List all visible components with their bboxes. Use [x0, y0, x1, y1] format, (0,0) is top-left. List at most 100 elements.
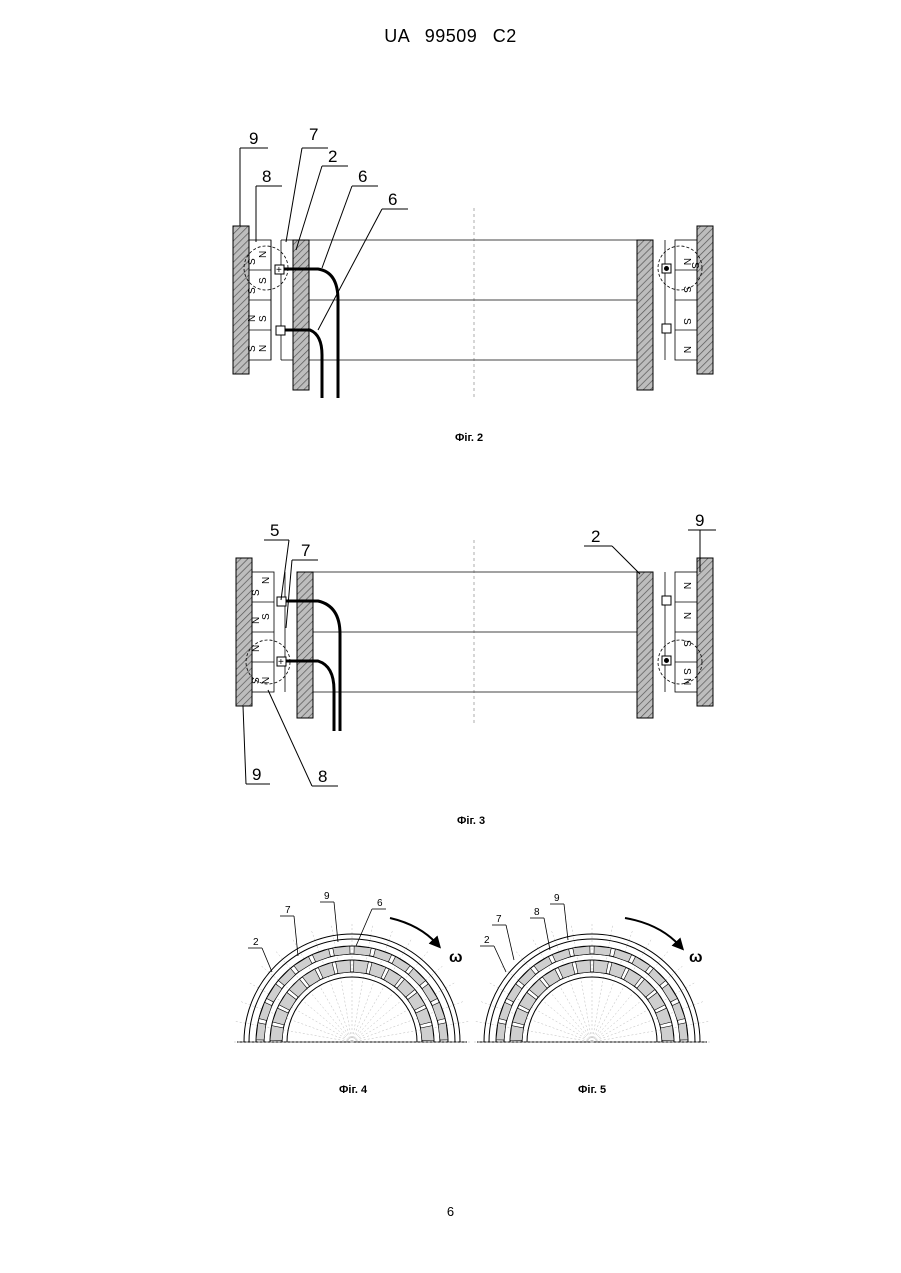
rotation-arrow	[390, 918, 437, 944]
plus-icon: +	[278, 657, 284, 668]
magnet-segment	[594, 946, 611, 956]
magnet-segment	[416, 1008, 432, 1025]
ref-label: 6	[388, 190, 397, 209]
magnet-label: S	[247, 258, 258, 265]
figure-2: S N S S N S S N + N S S S N	[233, 125, 713, 400]
plate-2-left	[297, 572, 313, 718]
magnet-segment	[369, 962, 386, 978]
ref-label: 6	[358, 167, 367, 186]
magnet-column-left	[249, 240, 293, 360]
magnet-label: N	[258, 345, 269, 352]
magnet-segment	[609, 962, 626, 978]
plate-9-right	[697, 226, 713, 374]
plate-2-right	[637, 572, 653, 718]
magnet-segment	[397, 979, 415, 997]
magnet-segment	[648, 992, 665, 1010]
dot-icon	[664, 266, 669, 271]
magnet-segment	[662, 984, 678, 1002]
figure-3: S N N S N S N + N N S S N	[236, 511, 716, 786]
magnet-segment	[558, 962, 575, 978]
magnet-segment	[624, 969, 642, 986]
ref-label: 9	[252, 765, 261, 784]
magnet-label: N	[261, 577, 272, 584]
ring-arc	[522, 972, 662, 1042]
magnet-segment	[576, 960, 591, 973]
ref-label: 2	[591, 527, 600, 546]
ref-label: 9	[324, 891, 330, 902]
magnet-segment	[336, 960, 351, 973]
sensor-box	[662, 324, 671, 333]
ref-label: 7	[496, 914, 502, 925]
magnet-label: S	[258, 315, 269, 322]
magnet-segment	[637, 979, 655, 997]
ref-label: 7	[301, 541, 310, 560]
magnet-label: N	[681, 346, 692, 353]
ref-label: 9	[695, 511, 704, 530]
figure-caption: Фіг. 3	[457, 815, 485, 827]
magnet-label: S	[258, 277, 269, 284]
magnet-label: S	[681, 640, 692, 647]
figure-4	[232, 922, 472, 1042]
magnet-segment	[384, 969, 402, 986]
magnet-segment	[529, 979, 547, 997]
magnet-segment	[272, 1008, 288, 1025]
figure-caption: Фіг. 2	[455, 432, 483, 444]
magnet-segment	[438, 1023, 448, 1040]
magnet-label: N	[247, 315, 258, 322]
magnet-segment	[678, 1023, 688, 1040]
magnet-segment	[512, 1008, 528, 1025]
ref-label: 5	[270, 521, 279, 540]
ref-label: 6	[377, 898, 383, 909]
ref-label: 8	[262, 167, 271, 186]
figure-caption: Фіг. 4	[339, 1084, 367, 1096]
plus-icon: +	[276, 265, 282, 276]
ref-label: 2	[253, 937, 259, 948]
ref-label: 8	[318, 767, 327, 786]
magnet-label: S	[247, 287, 258, 294]
magnet-segment	[496, 1023, 506, 1040]
magnet-segment	[354, 946, 371, 956]
magnet-segment	[542, 969, 560, 986]
omega-symbol: ω	[449, 949, 463, 966]
plate-9-right	[697, 558, 713, 706]
magnet-label: N	[681, 612, 692, 619]
plate-9-left	[236, 558, 252, 706]
ref-label: 7	[285, 905, 291, 916]
magnet-segment	[661, 1026, 674, 1041]
magnet-segment	[392, 956, 410, 972]
magnet-label: N	[261, 677, 272, 684]
wire	[284, 269, 338, 398]
magnet-segment	[506, 984, 522, 1002]
magnet-segment	[270, 1026, 283, 1041]
ref-label: 8	[534, 907, 540, 918]
magnet-segment	[333, 946, 350, 956]
magnet-segment	[573, 946, 590, 956]
figure-caption: Фіг. 5	[578, 1084, 606, 1096]
ref-label: 7	[309, 125, 318, 144]
magnet-label: S	[689, 262, 700, 269]
magnet-label: N	[258, 251, 269, 258]
magnet-segment	[519, 992, 536, 1010]
sensor-box	[662, 596, 671, 605]
magnet-segment	[656, 1008, 672, 1025]
magnet-segment	[510, 1026, 523, 1041]
magnet-segment	[421, 1026, 434, 1041]
magnet-label: S	[681, 668, 692, 675]
magnet-segment	[289, 979, 307, 997]
page-number: 6	[0, 1204, 901, 1219]
magnet-segment	[266, 984, 282, 1002]
magnet-segment	[279, 992, 296, 1010]
omega-symbol: ω	[689, 949, 703, 966]
ref-label: 9	[249, 129, 258, 148]
plate-2-right	[637, 240, 653, 390]
figure-5	[472, 922, 712, 1042]
magnet-segment	[534, 956, 552, 972]
magnet-segment	[318, 962, 335, 978]
magnet-segment	[632, 956, 650, 972]
magnet-segment	[294, 956, 312, 972]
magnet-segment	[354, 960, 369, 973]
sensor-box	[276, 326, 285, 335]
magnet-segment	[422, 984, 438, 1002]
ref-label: 2	[484, 935, 490, 946]
